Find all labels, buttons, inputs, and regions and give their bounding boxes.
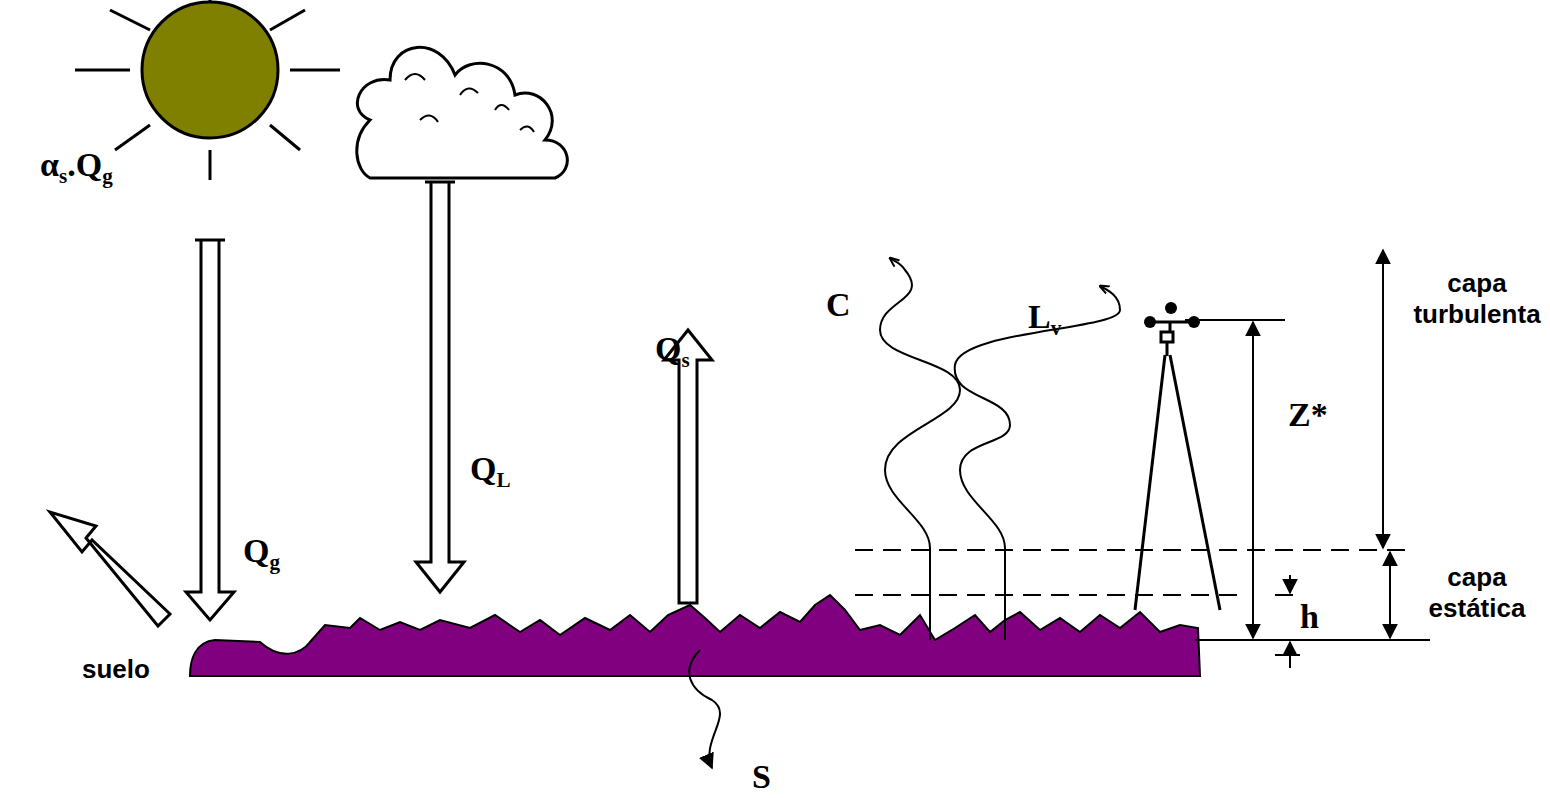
anemometer-tripod bbox=[1135, 322, 1220, 610]
roughness-height-label: h bbox=[1300, 600, 1319, 634]
sensible-heat-label: C bbox=[826, 288, 851, 322]
latent-heat-label: Lv bbox=[1028, 300, 1061, 339]
reflected-radiation-label: αs.Qg bbox=[40, 148, 113, 187]
radiation-arrows bbox=[50, 182, 712, 626]
ground-surface bbox=[190, 595, 1200, 676]
global-radiation-label: Qg bbox=[243, 534, 280, 573]
turbulent-layer-label: capa turbulenta bbox=[1412, 268, 1542, 330]
dimension-arrows bbox=[1253, 250, 1390, 668]
anemometer-cups bbox=[1144, 302, 1200, 328]
surface-emission-label: Qs bbox=[655, 332, 690, 371]
ground-label: suelo bbox=[82, 656, 150, 682]
layer-lines bbox=[855, 320, 1430, 655]
longwave-radiation-label: QL bbox=[470, 452, 511, 491]
turbulent-fluxes bbox=[880, 258, 1120, 640]
sun bbox=[75, 0, 340, 180]
cloud bbox=[357, 47, 568, 178]
soil-flux bbox=[689, 650, 720, 768]
soil-flux-label: S bbox=[752, 760, 771, 794]
static-layer-label: capa estática bbox=[1412, 562, 1542, 624]
cloud-detail bbox=[405, 74, 534, 132]
height-label: Z* bbox=[1288, 398, 1328, 432]
